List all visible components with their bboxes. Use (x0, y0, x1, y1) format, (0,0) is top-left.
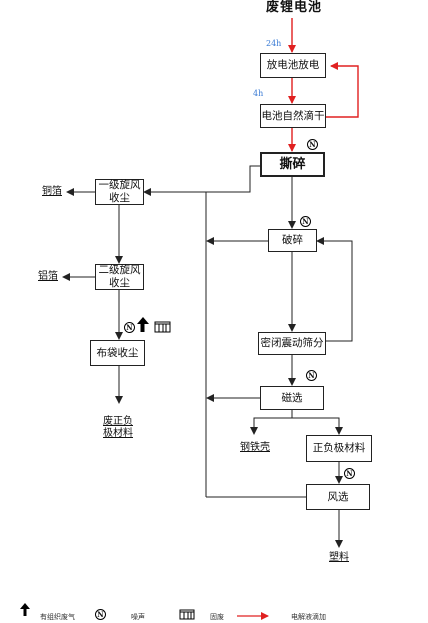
time-label-4h: 4h (253, 89, 264, 98)
output-aluminum: 铝箔 (38, 271, 58, 282)
legend-solid-label: 固废 (210, 613, 224, 621)
node-screen: 密闭震动筛分 (258, 332, 326, 355)
output-pos-neg: 废正负 极材料 (103, 416, 133, 440)
noise-icon: N (306, 370, 317, 381)
legend-solid-icon (179, 609, 195, 620)
output-copper: 铜箔 (42, 186, 62, 197)
node-air: 风选 (306, 484, 370, 510)
time-label-24h: 24h (266, 39, 282, 48)
legend-electrolyte-label: 电解液滴加 (291, 613, 326, 621)
node-shred: 撕碎 (260, 152, 325, 177)
node-cyclone1-line2: 收尘 (109, 192, 130, 204)
noise-icon: N (307, 139, 318, 150)
node-magnetic: 磁选 (260, 386, 324, 410)
output-pos-neg-line1: 废正负 (103, 416, 133, 427)
noise-icon: N (124, 322, 135, 333)
legend-noise-label: 噪声 (131, 613, 145, 621)
arrow-magnetic-electrode (292, 417, 343, 435)
node-cyclone1-line1: 一级旋风 (98, 179, 141, 191)
output-pos-neg-line2: 极材料 (103, 428, 133, 439)
output-steel: 钢铁壳 (240, 442, 270, 453)
noise-icon: N (344, 468, 355, 479)
arrow-screen-crush-loop (316, 237, 353, 342)
node-cyclone2-line2: 收尘 (109, 277, 130, 289)
legend-gas-icon (20, 603, 30, 616)
red-loop-dry-discharge (326, 62, 359, 118)
arrow-shred-cyclone1 (143, 165, 260, 196)
node-cyclone2: 二级旋风 收尘 (95, 264, 144, 290)
node-electrode: 正负极材料 (306, 435, 372, 462)
solid-waste-icon (154, 321, 171, 333)
diagram-title: 废锂电池 (266, 0, 323, 15)
output-plastic: 塑料 (329, 552, 349, 563)
node-dry: 电池自然滴干 (260, 104, 326, 128)
node-cyclone2-line1: 二级旋风 (98, 264, 141, 276)
node-cyclone1: 一级旋风 收尘 (95, 179, 144, 205)
node-crush: 破碎 (268, 229, 317, 252)
legend-gas-label: 有组织废气 (40, 613, 75, 621)
node-discharge: 放电池放电 (260, 53, 326, 78)
noise-icon: N (300, 216, 311, 227)
node-bag: 布袋收尘 (90, 340, 145, 366)
gas-icon (137, 317, 149, 332)
arrow-magnetic-steel (250, 410, 293, 435)
legend-noise-icon: N (95, 609, 106, 620)
